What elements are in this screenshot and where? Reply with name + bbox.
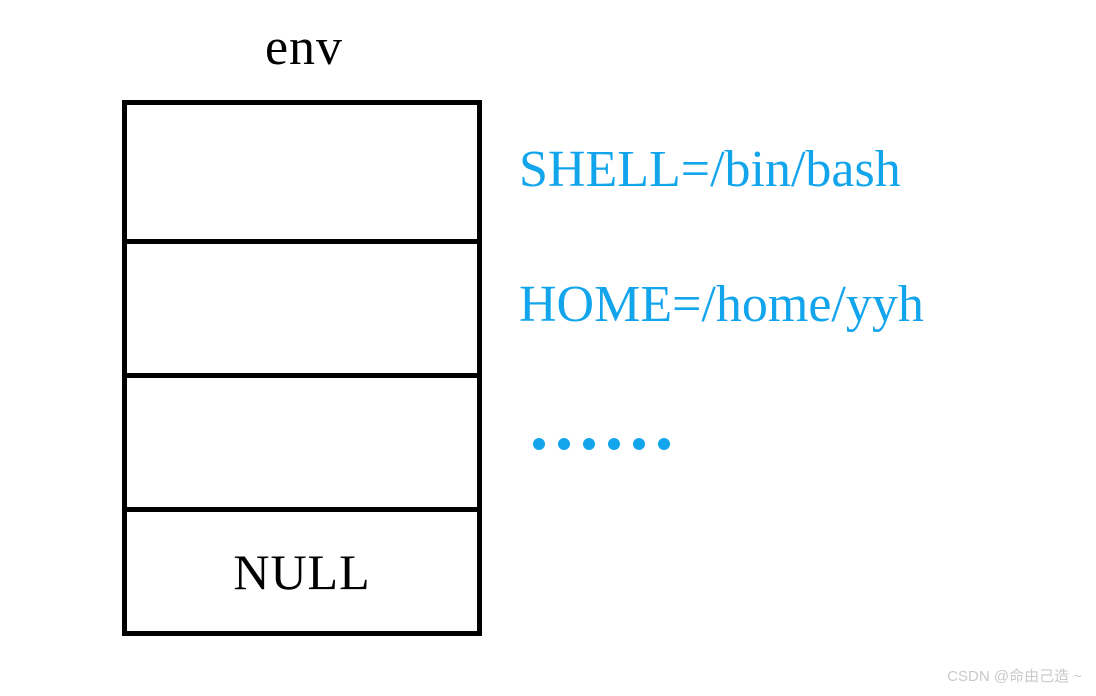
annotation-shell: SHELL=/bin/bash	[519, 141, 901, 198]
dot-icon	[633, 438, 645, 450]
array-cell-0	[127, 105, 477, 239]
ellipsis-dots	[533, 438, 670, 450]
dot-icon	[658, 438, 670, 450]
dot-icon	[558, 438, 570, 450]
array-cell-1	[127, 239, 477, 373]
dot-icon	[583, 438, 595, 450]
dot-icon	[608, 438, 620, 450]
page-title: env	[264, 19, 344, 76]
array-cell-3-null: NULL	[127, 507, 477, 631]
env-array: NULL	[122, 100, 482, 636]
array-cell-3-label: NULL	[233, 543, 371, 600]
watermark: CSDN @命由己造 ~	[947, 668, 1082, 685]
array-cell-2	[127, 373, 477, 507]
dot-icon	[533, 438, 545, 450]
annotation-home: HOME=/home/yyh	[519, 276, 924, 333]
